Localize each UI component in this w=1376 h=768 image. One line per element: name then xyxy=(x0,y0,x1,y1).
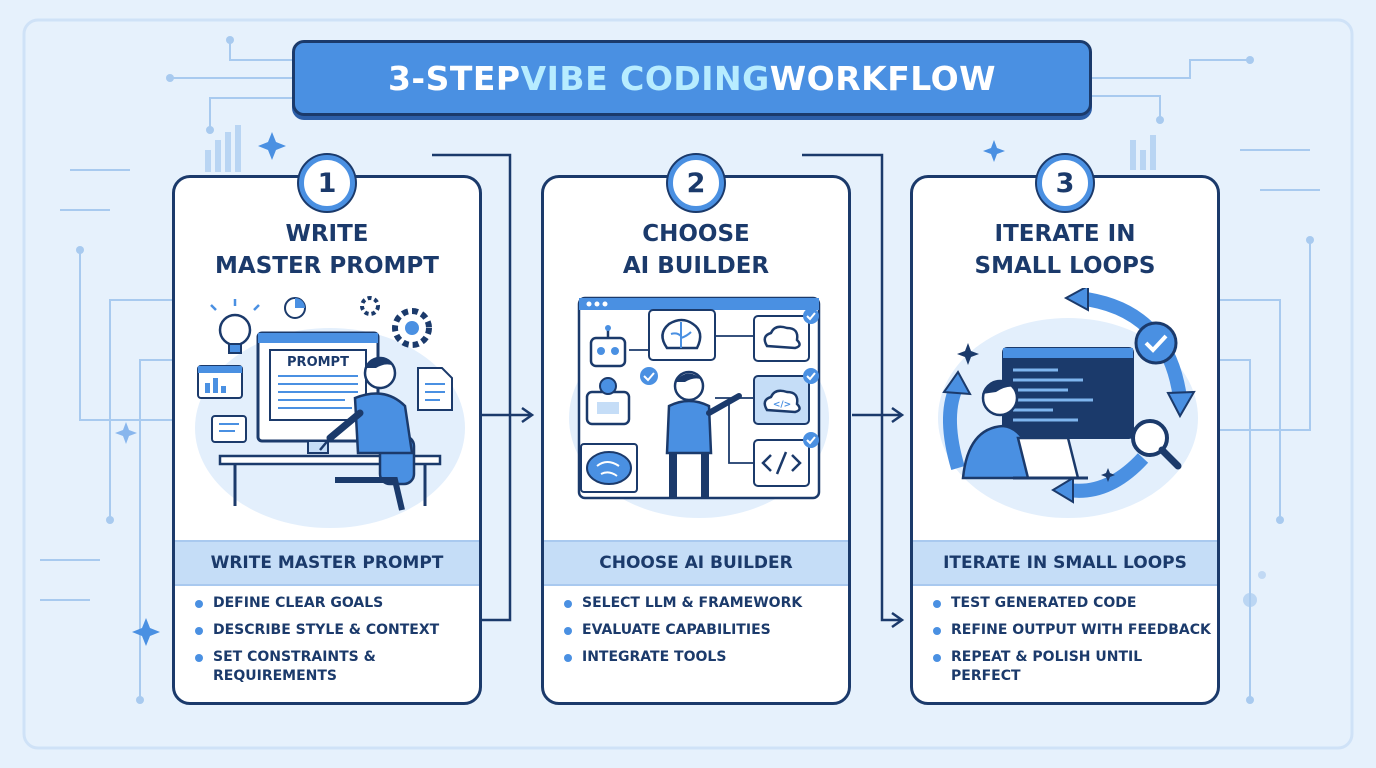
step-2-card: CHOOSE AI BUILDER xyxy=(541,175,851,705)
monitor: PROMPT xyxy=(256,331,380,454)
title-text-part2: WORKFLOW xyxy=(769,58,997,98)
step-3-title-line2: SMALL LOOPS xyxy=(974,253,1156,279)
step-2-band-label: CHOOSE AI BUILDER xyxy=(544,540,848,586)
step-1-bullet-list: DEFINE CLEAR GOALS DESCRIBE STYLE & CONT… xyxy=(193,594,473,694)
step-2-badge: 2 xyxy=(668,155,724,211)
person-writing-icon xyxy=(319,356,416,511)
step-3-band-label: ITERATE IN SMALL LOOPS xyxy=(913,540,1217,586)
loop-arrows-icon xyxy=(942,288,1196,504)
step-1-badge: 1 xyxy=(299,155,355,211)
step-3-bullet: REFINE OUTPUT WITH FEEDBACK xyxy=(931,621,1211,640)
chat-icon xyxy=(211,415,247,443)
step-3-title-line1: ITERATE IN xyxy=(994,221,1136,247)
step-3-card: ITERATE IN SMALL LOOPS xyxy=(910,175,1220,705)
title-banner: 3-STEP VIBE CODING WORKFLOW xyxy=(292,40,1092,116)
person-laptop-icon xyxy=(961,379,1088,480)
step-3-badge: 3 xyxy=(1037,155,1093,211)
step-2-bullet: SELECT LLM & FRAMEWORK xyxy=(562,594,842,613)
title-text-accent: VIBE CODING xyxy=(520,58,770,98)
step-1-card: WRITE MASTER PROMPT xyxy=(172,175,482,705)
check-icon xyxy=(640,367,658,385)
pie-chart-icon xyxy=(284,297,306,319)
robot-icon xyxy=(585,325,631,426)
step-2-title-line2: AI BUILDER xyxy=(622,253,770,279)
step-3-bullet: TEST GENERATED CODE xyxy=(931,594,1211,613)
step-2-title: CHOOSE AI BUILDER xyxy=(544,218,848,282)
step-2-title-line1: CHOOSE xyxy=(642,221,750,247)
code-window-icon xyxy=(1002,347,1134,439)
step-1-bullet: DESCRIBE STYLE & CONTEXT xyxy=(193,621,473,640)
prompt-screen-label: PROMPT xyxy=(287,355,349,370)
document-icon xyxy=(417,367,453,411)
person-pointing-icon xyxy=(665,370,742,498)
step-3-bullet: REPEAT & POLISH UNTIL PERFECT xyxy=(931,648,1211,686)
step-3-bullet-list: TEST GENERATED CODE REFINE OUTPUT WITH F… xyxy=(931,594,1211,694)
step-1-title-line2: MASTER PROMPT xyxy=(215,253,439,279)
step-2-bullet-list: SELECT LLM & FRAMEWORK EVALUATE CAPABILI… xyxy=(562,594,842,675)
title-text-part1: 3-STEP xyxy=(387,58,521,98)
lightbulb-icon xyxy=(210,299,260,354)
step-1-bullet: DEFINE CLEAR GOALS xyxy=(193,594,473,613)
gear-icon xyxy=(360,296,432,348)
step-2-bullet: EVALUATE CAPABILITIES xyxy=(562,621,842,640)
step-1-title: WRITE MASTER PROMPT xyxy=(175,218,479,282)
code-icon xyxy=(753,432,819,487)
step-3-illustration xyxy=(938,288,1198,518)
check-circle-icon xyxy=(1134,321,1178,365)
brain-icon xyxy=(580,309,716,493)
step-1-band-label: WRITE MASTER PROMPT xyxy=(175,540,479,586)
cloud-icon xyxy=(753,308,819,362)
step-1-bullet: SET CONSTRAINTS & REQUIREMENTS xyxy=(193,648,473,686)
connector-arrow-2-to-3 xyxy=(802,153,905,629)
connector-arrow-1-to-2 xyxy=(432,153,535,622)
magnifier-icon xyxy=(1131,419,1182,470)
chart-card-icon xyxy=(197,365,243,399)
cloud-code-icon: </> xyxy=(753,368,819,425)
step-3-title: ITERATE IN SMALL LOOPS xyxy=(913,218,1217,282)
step-1-title-line1: WRITE xyxy=(285,221,369,247)
step-2-bullet: INTEGRATE TOOLS xyxy=(562,648,842,667)
step-2-illustration: </> xyxy=(569,296,829,518)
step-1-illustration: PROMPT xyxy=(195,296,465,528)
cloud-code-label: </> xyxy=(773,400,791,410)
